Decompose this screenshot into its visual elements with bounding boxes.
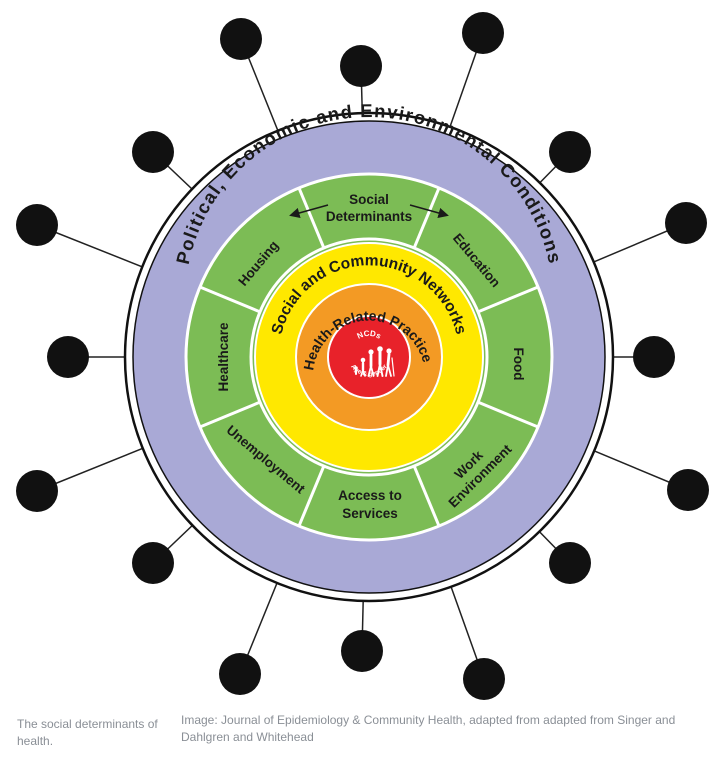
green-divider-line — [199, 285, 261, 314]
green-divider-line — [297, 187, 326, 249]
social-determinants-label-line2: Determinants — [326, 209, 412, 224]
green-divider-line — [412, 465, 441, 527]
spoke-node — [462, 12, 504, 54]
green-ring-inner-border — [249, 237, 489, 477]
spoke-node — [219, 653, 261, 695]
segment-access-label-line1: Access to — [338, 488, 402, 503]
segment-access-label-line2: Services — [342, 506, 398, 521]
green-divider-line — [412, 187, 441, 249]
green-divider-line — [297, 465, 326, 527]
green-divider-line — [477, 400, 539, 429]
core-ncds-circle — [327, 315, 411, 399]
spoke-node — [665, 202, 707, 244]
caption-right: Image: Journal of Epidemiology & Communi… — [181, 713, 676, 744]
spoke-node — [549, 542, 591, 584]
spoke-node — [16, 204, 58, 246]
human-figures-icon — [354, 346, 395, 377]
spoke-node — [132, 131, 174, 173]
arrow-left — [289, 204, 329, 219]
spoke-node — [667, 469, 709, 511]
segment-access-to-services: Access to Services — [338, 488, 402, 521]
spoke-node — [47, 336, 89, 378]
spoke-node — [220, 18, 262, 60]
green-ring-dividers — [199, 187, 539, 527]
spoke-node — [132, 542, 174, 584]
segment-food-label: Food — [511, 348, 526, 381]
segment-food: Food — [511, 348, 526, 381]
social-determinants-label-line1: Social — [349, 192, 389, 207]
green-divider-line — [199, 400, 261, 429]
segment-healthcare: Healthcare — [216, 322, 231, 392]
spoke-node — [633, 336, 675, 378]
arrow-right — [409, 204, 449, 219]
spoke-node — [16, 470, 58, 512]
spoke-node — [341, 630, 383, 672]
caption-left: The social determinants of health. — [17, 717, 158, 748]
social-determinants-diagram: Political, Economic and Environmental Co… — [0, 0, 709, 700]
green-divider-line — [477, 285, 539, 314]
segment-healthcare-label: Healthcare — [216, 322, 231, 392]
spoke-node — [549, 131, 591, 173]
spoke-node — [340, 45, 382, 87]
spoke-node — [463, 658, 505, 700]
